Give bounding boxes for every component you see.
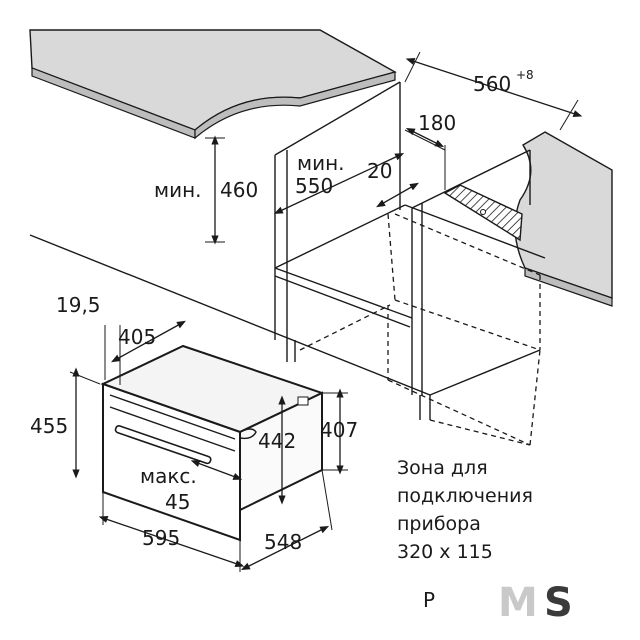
zone-line-3: прибора	[397, 513, 481, 535]
logo-letter-m: M	[498, 580, 538, 626]
connection-zone-outline	[299, 213, 541, 446]
max-label: макс.	[140, 464, 197, 488]
zone-line-2: подключения	[397, 485, 533, 507]
connection-zone-note: Зона для подключения прибора 320 x 115	[397, 457, 533, 563]
max-value: 45	[165, 490, 190, 514]
min-label-depth: мин.	[297, 151, 345, 175]
countertop-left	[29, 29, 397, 140]
side-height-value: 407	[320, 418, 358, 442]
zone-line-1: Зона для	[397, 457, 488, 479]
oven-depth-value: 548	[264, 530, 302, 554]
oven-height-value: 455	[30, 414, 68, 438]
brand-logo: M S	[498, 580, 573, 626]
oven-width-value: 595	[142, 526, 180, 550]
vent-gap-value: 20	[367, 159, 392, 183]
dimension-labels: 560 +8 180 мин. 460 мин. 550 20 19,5 405…	[30, 68, 534, 554]
logo-letter-s: S	[544, 580, 573, 626]
min-label-height: мин.	[154, 178, 202, 202]
front-depth-value: 405	[118, 325, 156, 349]
niche-width-tolerance: +8	[516, 68, 534, 82]
panel-offset-value: 19,5	[56, 293, 101, 317]
inner-height-value: 442	[258, 429, 296, 453]
ventilation-opening	[443, 184, 523, 242]
niche-depth-value: 550	[295, 174, 333, 198]
niche-width-value: 560	[473, 72, 511, 96]
vent-width-value: 180	[418, 111, 456, 135]
dimension-lines	[69, 51, 583, 572]
niche-height-value: 460	[220, 178, 258, 202]
zone-line-4: 320 x 115	[397, 541, 493, 563]
footer-letter: P	[423, 588, 435, 612]
cabinet-structure	[29, 81, 546, 420]
